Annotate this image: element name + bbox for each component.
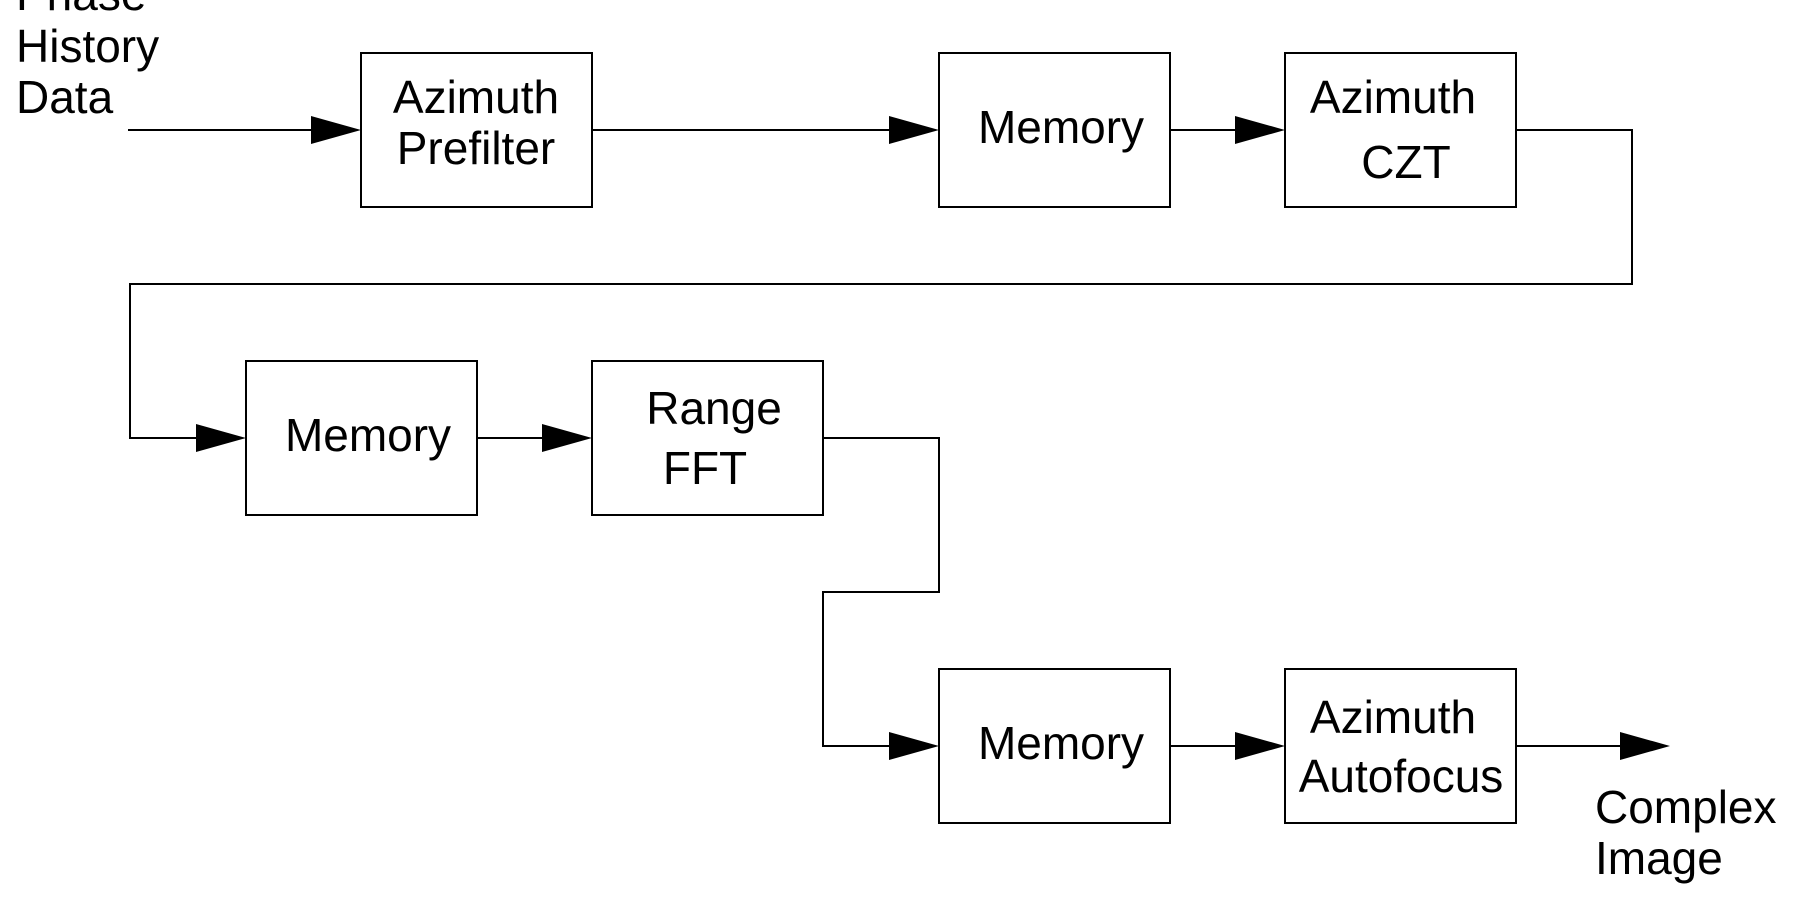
arrow-autofocus-to-output <box>1620 732 1670 760</box>
block-azimuth-prefilter: Azimuth Prefilter <box>360 52 593 208</box>
block-azimuth-czt-box <box>1284 52 1517 208</box>
input-label-line-2: History <box>16 20 159 72</box>
block-memory-2-label: Memory <box>285 409 451 461</box>
arrow-czt-to-memory-2 <box>196 424 246 452</box>
connectors <box>128 116 1670 760</box>
arrow-memory-3-to-autofocus <box>1235 732 1285 760</box>
output-label: Complex Image <box>1595 781 1777 884</box>
output-label-line-2: Image <box>1595 832 1723 884</box>
arrow-input-to-prefilter <box>311 116 361 144</box>
connector-fft-to-memory-3 <box>822 437 940 747</box>
input-label: Phase History Data <box>16 0 159 123</box>
block-memory-3-label: Memory <box>978 717 1144 769</box>
input-label-line-3: Data <box>16 71 114 123</box>
block-range-fft-label-2: FFT <box>663 442 747 494</box>
block-azimuth-prefilter-label-1: Azimuth <box>393 71 559 123</box>
arrow-prefilter-to-memory-1 <box>889 116 939 144</box>
arrow-memory-1-to-czt <box>1235 116 1285 144</box>
block-memory-3: Memory <box>938 668 1171 824</box>
block-memory-1-box <box>938 52 1171 208</box>
block-memory-1: Memory <box>938 52 1171 208</box>
arrow-fft-to-memory-3 <box>889 732 939 760</box>
block-azimuth-czt-label-1: Azimuth <box>1310 71 1476 123</box>
block-range-fft-label-1: Range <box>646 382 782 434</box>
block-azimuth-czt-label-2: CZT <box>1361 136 1450 188</box>
arrow-memory-2-to-fft <box>542 424 592 452</box>
block-memory-2-box <box>245 360 478 516</box>
block-range-fft: Range FFT <box>591 360 824 516</box>
block-range-fft-box <box>591 360 824 516</box>
block-azimuth-autofocus-label-2: Autofocus <box>1299 750 1504 802</box>
block-azimuth-czt: Azimuth CZT <box>1284 52 1517 208</box>
input-label-line-1: Phase <box>16 0 146 20</box>
connector-czt-to-memory-2 <box>129 129 1633 439</box>
block-azimuth-autofocus-label-1: Azimuth <box>1310 691 1476 743</box>
output-label-line-1: Complex <box>1595 781 1777 833</box>
block-memory-3-box <box>938 668 1171 824</box>
block-memory-1-label: Memory <box>978 101 1144 153</box>
block-memory-2: Memory <box>245 360 478 516</box>
block-azimuth-prefilter-label-2: Prefilter <box>397 122 555 174</box>
block-azimuth-prefilter-box <box>360 52 593 208</box>
block-azimuth-autofocus-box <box>1284 668 1517 824</box>
block-azimuth-autofocus: Azimuth Autofocus <box>1284 668 1517 824</box>
